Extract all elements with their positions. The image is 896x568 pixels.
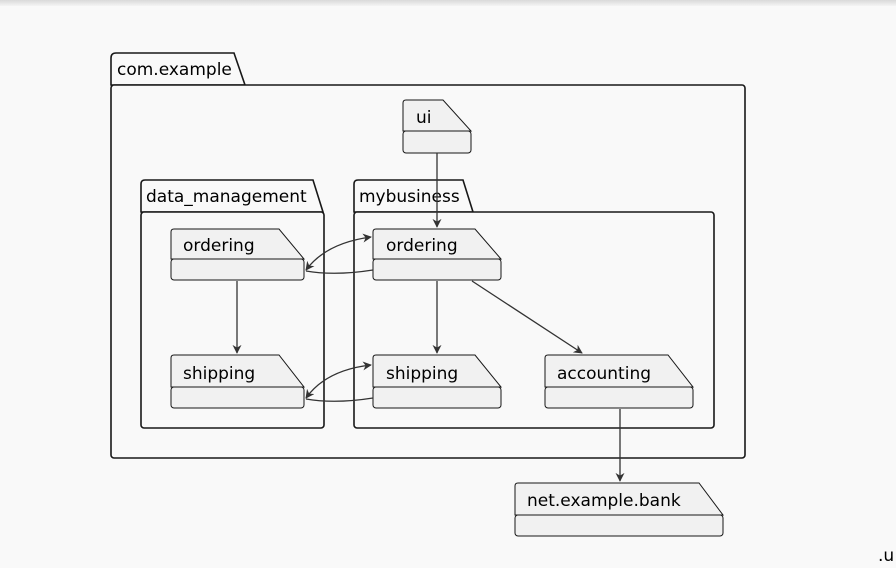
edge-mb-shipping-to-dm-shipping [305,397,374,402]
partial-text: .u [878,546,895,566]
package-label: com.example [117,60,232,80]
package-label: ordering [183,236,255,256]
edge-dm-shipping-mb-shipping [305,361,372,399]
edge-ordering-to-accounting [471,280,583,354]
package-label: data_management [146,187,307,207]
edge-dm-ordering-mb-ordering [305,233,372,271]
package-label: ordering [386,236,458,256]
edge-mb-ordering-to-dm-ordering [305,269,374,274]
package-label: ui [416,108,432,128]
package-mb-ordering: ordering [372,228,503,281]
package-label: net.example.bank [527,491,681,511]
package-mb-shipping: shipping [372,354,503,409]
package-label: shipping [183,364,255,384]
package-accounting: accounting [544,354,695,409]
package-dm-shipping: shipping [170,354,306,409]
package-net-example-bank: net.example.bank [514,482,724,537]
package-label: accounting [557,364,651,384]
package-dm-ordering: ordering [170,228,306,281]
window-top-border [0,0,896,6]
package-label: shipping [386,364,458,384]
package-ui: ui [402,99,473,154]
package-label: mybusiness [359,187,460,207]
